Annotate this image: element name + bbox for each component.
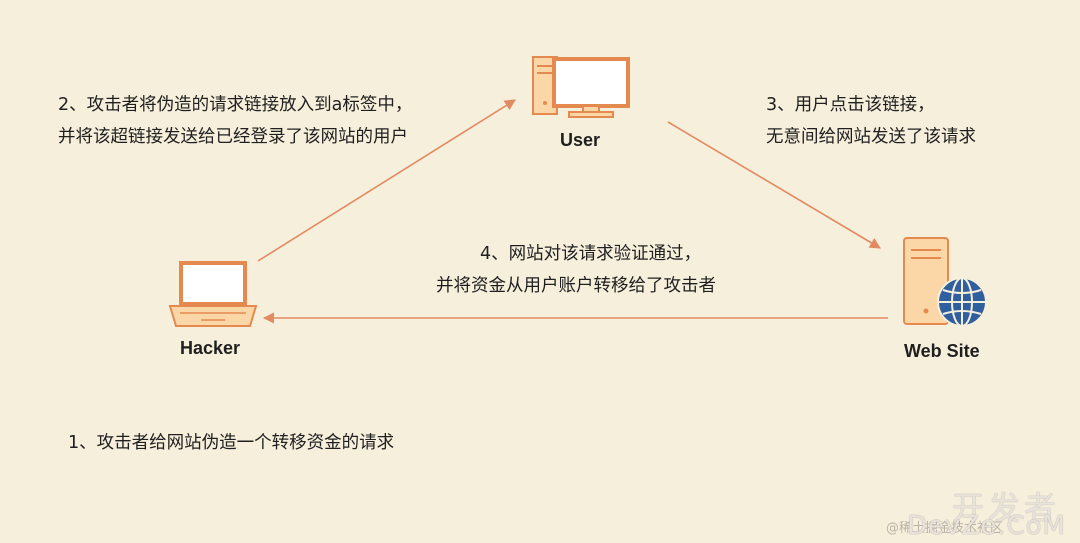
step-1-text: 1、攻击者给网站伪造一个转移资金的请求 [68, 433, 395, 453]
node-label-user: User [560, 130, 601, 150]
node-label-website: Web Site [904, 341, 980, 361]
step-4-line-2: 并将资金从用户账户转移给了攻击者 [436, 276, 716, 296]
watermark-community: @稀土掘金技术社区 [886, 521, 1004, 536]
step-2-line-2: 并将该超链接发送给已经登录了该网站的用户 [58, 127, 408, 147]
step-3-line-1: 3、用户点击该链接， [766, 95, 935, 115]
node-label-hacker: Hacker [180, 338, 241, 358]
globe-icon [937, 277, 987, 327]
arrow-user-to-website [667, 121, 881, 249]
watermark-brand: 开发者 [951, 489, 1060, 527]
arrow-hacker-to-user [257, 99, 516, 262]
watermark: 开发者 @稀土掘金技术社区 DevZe.CoM [886, 479, 1072, 541]
watermark-url: DevZe.CoM [907, 511, 1066, 541]
user-computer-icon [532, 56, 630, 118]
hacker-laptop-icon [168, 261, 258, 327]
step-2-line-1: 2、攻击者将伪造的请求链接放入到a标签中， [58, 95, 413, 115]
step-4-line-1: 4、网站对该请求验证通过， [480, 244, 702, 264]
website-server-icon [903, 237, 987, 327]
step-3-line-2: 无意间给网站发送了该请求 [766, 127, 976, 147]
